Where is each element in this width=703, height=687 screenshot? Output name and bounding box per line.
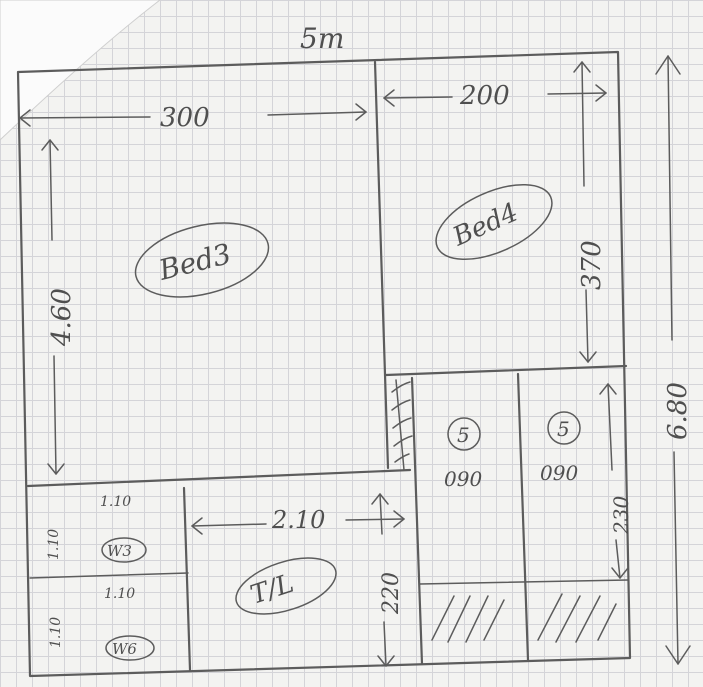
dim-bed3-height: 4.60	[47, 288, 77, 347]
dim-bed4-height-line	[573, 61, 597, 363]
wall-bed4-bottom	[384, 364, 628, 377]
dim-tl-height: 220	[379, 572, 404, 615]
wall-bed3-bed4	[373, 60, 390, 470]
dim-tl-width-line	[191, 510, 405, 535]
dim-bed4-width: 200	[459, 81, 510, 111]
shower-left-ring	[447, 417, 481, 451]
bed3-label-ring	[134, 222, 270, 298]
stair-hatch	[391, 381, 413, 463]
bed4-label-ring	[435, 184, 553, 260]
shower-tray-hatch	[431, 593, 617, 643]
w3-label-ring	[101, 537, 147, 563]
wall-lobby-east	[410, 376, 424, 666]
page-curl	[0, 0, 161, 141]
w6-depth: 1.10	[48, 617, 64, 648]
dim-bed4-width-line	[383, 84, 607, 107]
wall-wardrobe-east	[182, 486, 192, 672]
dim-shower-height: 230	[609, 496, 633, 535]
dim-bed3-width-line	[19, 103, 367, 127]
w3-width: 1.10	[100, 494, 131, 510]
w3-depth: 1.10	[46, 529, 62, 560]
room-label-bed4: Bed4	[448, 197, 523, 252]
dim-overall-height: 6.80	[663, 382, 693, 440]
shower-left-width: 090	[444, 467, 482, 491]
room-label-w3: W3	[107, 542, 132, 560]
w6-width: 1.10	[104, 586, 135, 602]
dim-tl-height-line	[371, 493, 395, 667]
dim-tl-width: 2.10	[271, 506, 325, 534]
tl-label-ring	[235, 557, 337, 615]
shower-left-label: 5	[457, 423, 470, 447]
dim-bed3-width: 300	[160, 103, 210, 133]
dim-bed3-height-line	[41, 139, 65, 475]
wall-shower-tray	[419, 579, 629, 585]
room-label-bed3: Bed3	[155, 237, 235, 287]
room-label-w6: W6	[112, 640, 137, 658]
dim-overall-width: 5m	[300, 22, 344, 55]
wall-shower-divider	[516, 372, 530, 662]
wall-bed3-bottom	[26, 468, 412, 488]
wall-stair-west	[395, 379, 405, 471]
shower-right-width: 090	[540, 461, 578, 485]
dim-overall-height-line	[655, 55, 691, 665]
dim-bed4-height: 370	[577, 240, 607, 290]
shower-right-label: 5	[557, 417, 570, 441]
dim-shower-height-line	[599, 383, 629, 579]
shower-right-ring	[547, 411, 581, 445]
outer-wall	[16, 50, 632, 678]
w6-label-ring	[105, 635, 155, 661]
wall-wardrobe-split	[29, 572, 189, 579]
